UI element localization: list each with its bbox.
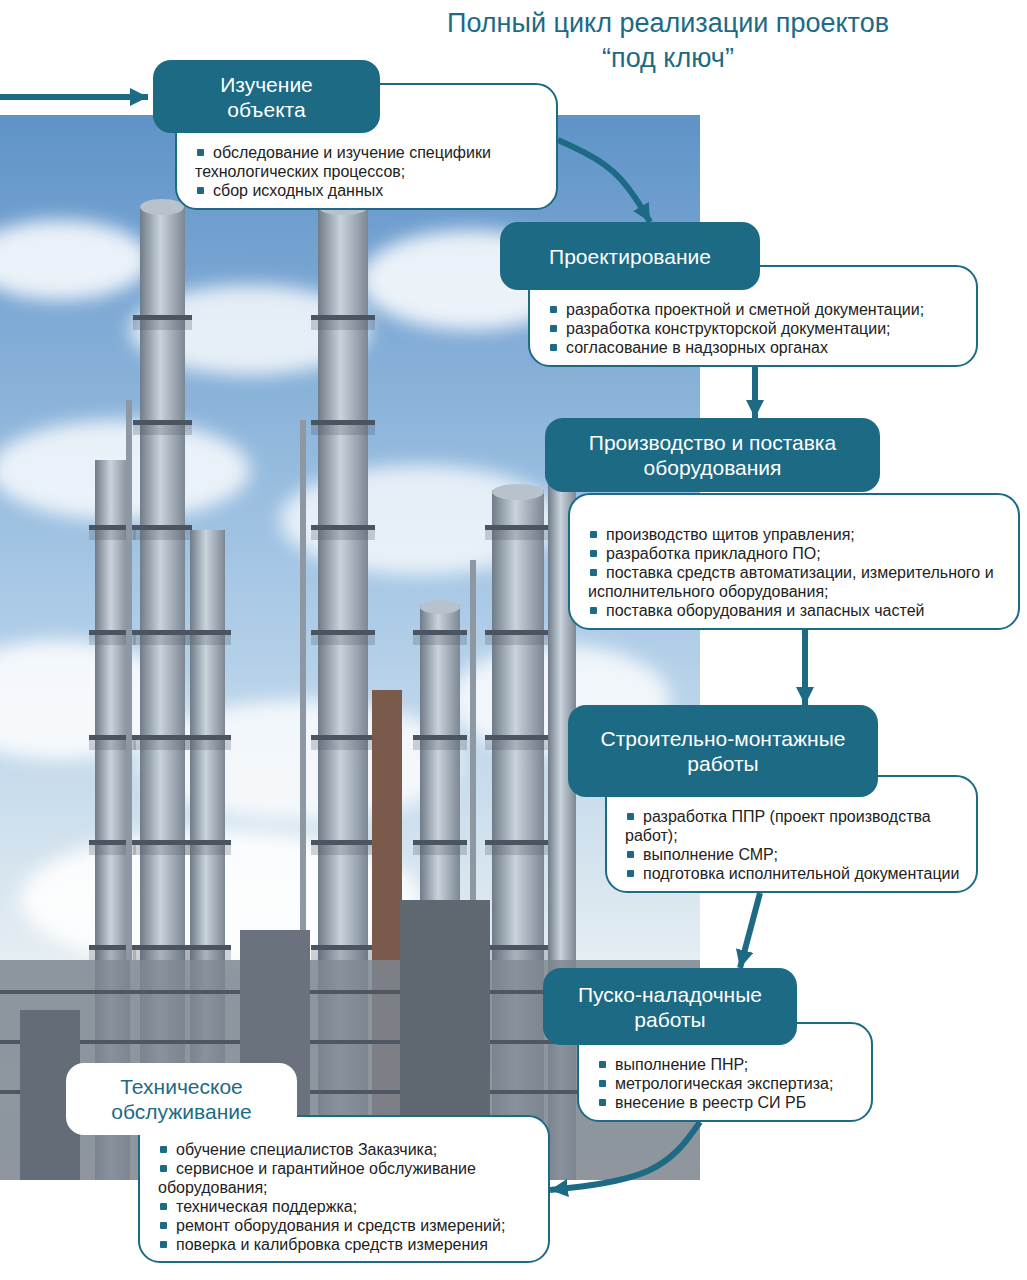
bullet-text: сервисное и гарантийное обслуживание обо… — [158, 1160, 476, 1196]
bullet-marker — [599, 1061, 606, 1068]
bullet-text: поставка средств автоматизации, измерите… — [588, 564, 994, 600]
stage-box: Строительно-монтажные работы разработка П… — [568, 705, 978, 893]
bullet-item: выполнение ПНР; — [597, 1055, 859, 1074]
bullet-marker — [197, 187, 204, 194]
bullet-item: сервисное и гарантийное обслуживание обо… — [158, 1159, 536, 1197]
stage-title: Производство и поставка оборудования — [568, 430, 858, 480]
bullet-item: согласование в надзорных органах — [548, 338, 964, 357]
column-top — [492, 484, 544, 500]
flow-arrow — [558, 140, 650, 222]
bullet-marker — [627, 870, 634, 877]
platforms — [184, 550, 231, 970]
flow-arrow — [550, 1122, 700, 1190]
stage-title: Изучение объекта — [202, 72, 332, 122]
stage-box: Изучение объекта обследование и изучение … — [153, 60, 558, 210]
platforms — [133, 230, 192, 1030]
bullet-marker — [160, 1146, 167, 1153]
platforms — [311, 240, 375, 1020]
bullet-item: разработка ППР (проект производства рабо… — [625, 807, 964, 845]
bullet-marker — [627, 813, 634, 820]
bullet-marker — [599, 1099, 606, 1106]
bullet-text: внесение в реестр СИ РБ — [615, 1094, 806, 1111]
bullet-item: сбор исходных данных — [195, 181, 544, 200]
bullet-text: метрологическая экспертиза; — [615, 1075, 833, 1092]
bullet-text: разработка прикладного ПО; — [606, 545, 821, 562]
stage-body: производство щитов управления; разработка… — [568, 493, 1020, 630]
bullet-text: разработка ППР (проект производства рабо… — [625, 808, 931, 844]
bullet-item: метрологическая экспертиза; — [597, 1074, 859, 1093]
stage-box: Проектирование разработка проектной и сме… — [500, 222, 978, 367]
bullet-marker — [160, 1203, 167, 1210]
diagram-title: Полный цикл реализации проектов “под клю… — [433, 6, 903, 76]
bullet-text: разработка конструкторской документации; — [566, 320, 891, 337]
bullet-text: поставка оборудования и запасных частей — [606, 602, 924, 619]
bullet-text: разработка проектной и сметной документа… — [566, 301, 924, 318]
bullet-text: поверка и калибровка средств измерения — [176, 1236, 488, 1253]
bullet-text: ремонт оборудования и средств измерений; — [176, 1217, 505, 1234]
bullet-text: техническая поддержка; — [176, 1198, 357, 1215]
platforms — [485, 520, 551, 1000]
bullet-text: обследование и изучение специфики технол… — [195, 144, 491, 180]
stage-header: Изучение объекта — [153, 60, 380, 133]
bullet-marker — [599, 1080, 606, 1087]
bullet-item: производство щитов управления; — [588, 525, 1006, 544]
stage-header: Производство и поставка оборудования — [545, 418, 880, 492]
bullet-text: выполнение ПНР; — [615, 1056, 748, 1073]
bullet-marker — [627, 851, 634, 858]
cloud — [0, 220, 150, 300]
bullet-item: техническая поддержка; — [158, 1197, 536, 1216]
flow-arrow — [752, 367, 758, 418]
stage-header: Пуско-наладочные работы — [543, 968, 797, 1045]
stage-box: Техническое обслуживаниеобучение специал… — [66, 1063, 550, 1263]
stage-body: обучение специалистов Заказчика; сервисно… — [138, 1115, 550, 1263]
bullet-text: обучение специалистов Заказчика; — [176, 1141, 437, 1158]
bullet-marker — [590, 607, 597, 614]
flow-arrow — [802, 630, 808, 705]
stage-box: Пуско-наладочные работы выполнение ПНР; ме… — [543, 968, 873, 1122]
pipe — [126, 400, 132, 960]
bullet-item: ремонт оборудования и средств измерений; — [158, 1216, 536, 1235]
bullet-item: разработка проектной и сметной документа… — [548, 300, 964, 319]
bullet-item: поставка средств автоматизации, измерите… — [588, 563, 1006, 601]
bullet-item: обучение специалистов Заказчика; — [158, 1140, 536, 1159]
bullet-text: производство щитов управления; — [606, 526, 855, 543]
bullet-item: обследование и изучение специфики технол… — [195, 143, 544, 181]
stage-box: Производство и поставка оборудования прои… — [545, 418, 1020, 630]
bullet-marker — [160, 1165, 167, 1172]
bullet-item: поставка оборудования и запасных частей — [588, 601, 1006, 620]
bullet-item: внесение в реестр СИ РБ — [597, 1093, 859, 1112]
bullet-item: подготовка исполнительной документации — [625, 864, 964, 883]
column-top — [140, 199, 184, 215]
bullet-marker — [160, 1222, 167, 1229]
bullet-marker — [197, 149, 204, 156]
stage-title: Строительно-монтажные работы — [588, 726, 858, 776]
bullet-text: сбор исходных данных — [213, 182, 383, 199]
bullet-marker — [550, 306, 557, 313]
bullet-text: подготовка исполнительной документации — [643, 865, 959, 882]
bullet-marker — [590, 550, 597, 557]
bullet-marker — [160, 1241, 167, 1248]
bullet-marker — [590, 569, 597, 576]
stage-header: Техническое обслуживание — [66, 1063, 297, 1135]
bullet-marker — [550, 344, 557, 351]
stage-header: Строительно-монтажные работы — [568, 705, 878, 797]
bullet-text: согласование в надзорных органах — [566, 339, 828, 356]
bullet-item: разработка прикладного ПО; — [588, 544, 1006, 563]
bullet-item: поверка и калибровка средств измерения — [158, 1235, 536, 1254]
stage-header: Проектирование — [500, 222, 760, 290]
entry-arrow — [0, 94, 148, 100]
bullet-item: выполнение СМР; — [625, 845, 964, 864]
stage-title: Техническое обслуживание — [82, 1074, 282, 1124]
bullet-marker — [590, 531, 597, 538]
bullet-text: выполнение СМР; — [643, 846, 778, 863]
stage-title: Проектирование — [549, 244, 711, 269]
bullet-marker — [550, 325, 557, 332]
flow-arrow — [740, 893, 760, 968]
bullet-item: разработка конструкторской документации; — [548, 319, 964, 338]
stage-title: Пуско-наладочные работы — [565, 982, 775, 1032]
column-top — [420, 600, 460, 614]
